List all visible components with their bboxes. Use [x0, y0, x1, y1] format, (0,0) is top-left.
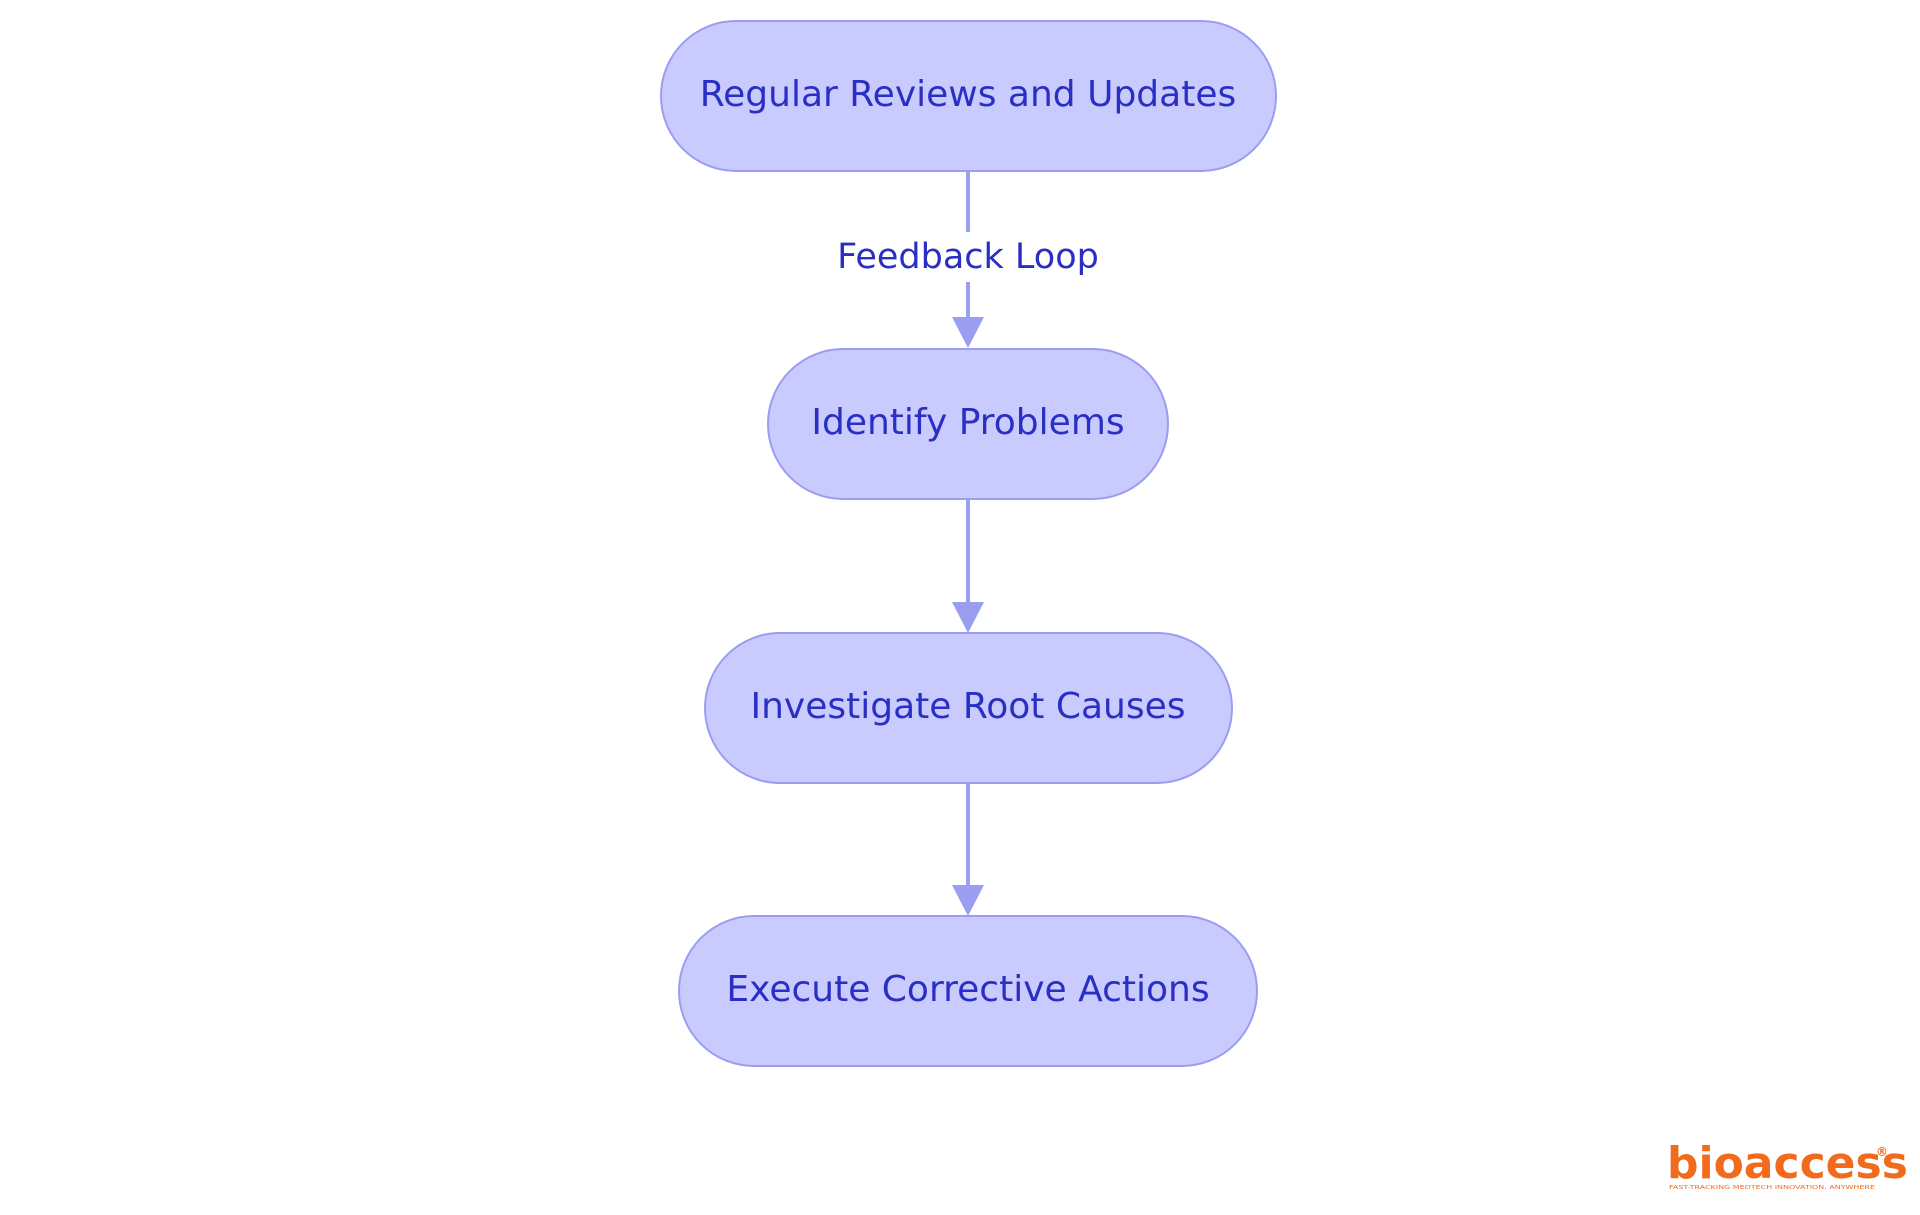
node-label: Regular Reviews and Updates: [700, 74, 1236, 115]
arrowhead-icon: [952, 317, 984, 348]
node-shape: [660, 20, 1277, 172]
node-investigate-root-causes[interactable]: Investigate Root Causes: [704, 632, 1233, 784]
bioaccess-logo: bioaccess ® FAST-TRACKING MEDTECH INNOVA…: [1667, 1138, 1908, 1191]
logo-wordmark: bioaccess: [1667, 1138, 1908, 1189]
edge-label-background: [832, 232, 1104, 282]
node-execute-corrective-actions[interactable]: Execute Corrective Actions: [678, 915, 1258, 1067]
edge-identify-to-investigate: [952, 499, 984, 633]
node-label: Execute Corrective Actions: [726, 969, 1209, 1010]
node-shape: [678, 915, 1258, 1067]
node-shape: [767, 348, 1169, 500]
logo-tagline: FAST-TRACKING MEDTECH INNOVATION, ANYWHE…: [1669, 1185, 1876, 1191]
edge-investigate-to-execute: [952, 783, 984, 916]
arrowhead-icon: [952, 602, 984, 633]
logo-registered-mark: ®: [1876, 1145, 1888, 1159]
node-label: Investigate Root Causes: [750, 686, 1185, 727]
node-regular-reviews-and-updates[interactable]: Regular Reviews and Updates: [660, 20, 1277, 172]
node-label: Identify Problems: [811, 402, 1124, 443]
arrowhead-icon: [952, 885, 984, 916]
node-shape: [704, 632, 1233, 784]
edge-feedback-loop: Feedback Loop: [832, 171, 1104, 348]
node-identify-problems[interactable]: Identify Problems: [767, 348, 1169, 500]
edge-label-feedback-loop: Feedback Loop: [837, 237, 1099, 277]
